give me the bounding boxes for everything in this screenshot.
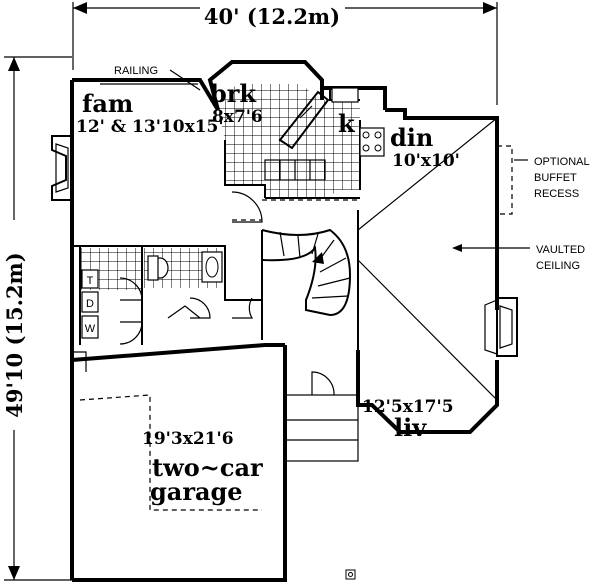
living-fireplace (484, 297, 518, 357)
garage-size: 19'3x21'6 (142, 429, 234, 449)
dining-room: din 10'x10' (390, 123, 460, 171)
svg-text:VAULTED: VAULTED (536, 244, 585, 256)
garage-name-line1: two~car (152, 453, 263, 482)
bath-fixtures (147, 251, 223, 283)
breakfast-room: brk 8x7'6 (210, 79, 263, 127)
logo-mark (345, 569, 356, 580)
garage: 19'3x21'6 two~car garage (142, 429, 263, 506)
railing-label: RAILING (114, 65, 158, 77)
depth-label: 49'10 (15.2m) (2, 252, 27, 417)
buffet-recess-label: OPTIONAL BUFFET RECESS (534, 156, 590, 200)
garage-dashed-outline (79, 199, 360, 511)
tub-label: T (87, 275, 94, 287)
living-room-size: 12'5x17'5 (362, 397, 454, 417)
garage-name-line2: garage (150, 477, 243, 506)
living-room: 12'5x17'5 liv (362, 397, 454, 442)
width-dimension: 40' (12.2m) (72, 2, 498, 105)
depth-dimension: 49'10 (15.2m) (2, 56, 72, 581)
main-staircase (261, 228, 352, 316)
svg-text:OPTIONAL: OPTIONAL (534, 156, 590, 168)
vaulted-ceiling-label: VAULTED CEILING (536, 244, 585, 272)
washer-label: W (85, 323, 96, 335)
breakfast-room-size: 8x7'6 (212, 107, 263, 127)
family-room: fam 12' & 13'10x15' (76, 89, 224, 137)
vaulted-ceiling-lines (357, 117, 530, 401)
family-room-size: 12' & 13'10x15' (76, 117, 224, 137)
svg-text:RECESS: RECESS (534, 188, 579, 200)
railing (100, 69, 201, 91)
dryer-label: D (86, 298, 94, 310)
family-fireplace (51, 135, 73, 201)
dining-room-size: 10'x10' (392, 151, 460, 171)
family-room-name: fam (82, 89, 133, 118)
width-label: 40' (12.2m) (204, 4, 340, 29)
kitchen-name: k (338, 109, 356, 138)
kitchen-counters (278, 87, 385, 157)
laundry-appliances: T D W (81, 269, 99, 339)
kitchen: k (338, 109, 356, 138)
dining-room-name: din (390, 123, 433, 152)
doors (72, 191, 335, 396)
svg-text:BUFFET: BUFFET (534, 172, 577, 184)
living-room-name: liv (394, 413, 427, 442)
buffet-recess (497, 145, 528, 215)
breakfast-room-name: brk (210, 79, 257, 108)
svg-text:CEILING: CEILING (536, 260, 580, 272)
entry-steps (264, 159, 359, 462)
